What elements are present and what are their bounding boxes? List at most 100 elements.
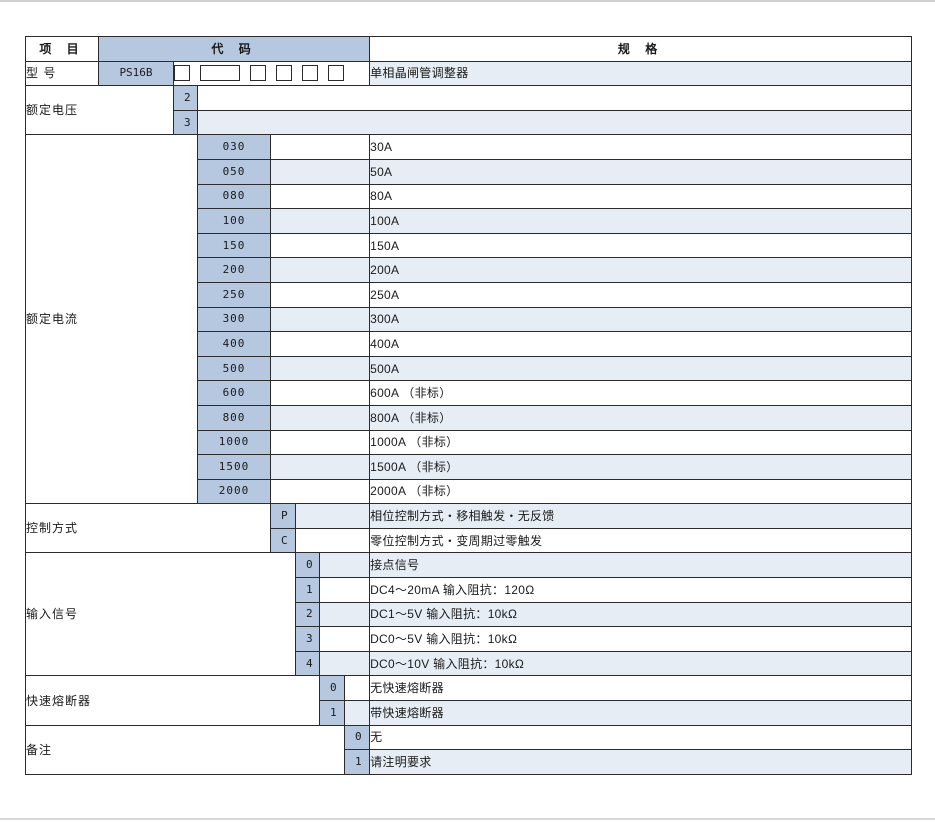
input-signal-row: 4 DC0～10V 输入阻抗：10kΩ <box>26 650 913 677</box>
input-signal-code: 1 <box>295 577 320 603</box>
rated-current-row: 250 250A <box>26 281 913 308</box>
fast-fuse-blank <box>343 675 371 702</box>
fast-fuse-code: 1 <box>319 700 345 726</box>
rated-current-blank <box>269 183 371 210</box>
rated-current-blank <box>269 429 371 456</box>
rated-current-desc: 50A <box>369 158 913 185</box>
rated-current-desc: 100A <box>369 208 913 234</box>
rated-current-desc: 30A <box>369 134 913 160</box>
control-mode-blank <box>294 527 371 554</box>
control-mode-code: P <box>270 503 296 529</box>
rated-current-desc: 200A <box>369 257 913 283</box>
rated-current-blank <box>269 380 371 406</box>
input-signal-code: 2 <box>295 601 320 628</box>
top-divider <box>0 0 935 2</box>
code-box-4 <box>276 65 292 82</box>
rated-current-row: 200 200A <box>26 257 913 283</box>
fast-fuse-desc: 无快速熔断器 <box>369 675 913 702</box>
rated-current-code: 080 <box>197 183 271 210</box>
remark-desc: 请注明要求 <box>369 749 913 775</box>
input-signal-desc: DC4～20mA 输入阻抗：120Ω <box>369 577 913 603</box>
input-signal-desc: 接点信号 <box>369 552 913 579</box>
rated-current-code: 100 <box>197 208 271 234</box>
remark-desc: 无 <box>369 724 913 751</box>
rated-current-blank <box>269 134 371 160</box>
rated-current-desc: 500A <box>369 355 913 382</box>
rated-current-desc: 400A <box>369 331 913 357</box>
rated-current-blank <box>269 257 371 283</box>
rated-voltage-blank <box>196 109 913 136</box>
rated-current-desc: 600A （非标） <box>369 380 913 406</box>
code-box-6 <box>328 65 344 82</box>
rated-current-blank <box>269 232 371 259</box>
code-template-boxes <box>172 60 371 87</box>
control-mode-code: C <box>270 527 296 554</box>
code-box-5 <box>302 65 318 82</box>
rated-current-code: 200 <box>197 257 271 283</box>
rated-current-blank <box>269 158 371 185</box>
rated-current-code: 800 <box>197 404 271 431</box>
input-signal-code: 4 <box>295 650 320 677</box>
rated-current-blank <box>269 331 371 357</box>
rated-current-desc: 250A <box>369 281 913 308</box>
control-mode-desc: 零位控制方式・变周期过零触发 <box>369 527 913 554</box>
rated-voltage-row: 额定电压2AC220V <box>25 85 913 136</box>
rated-voltage-blank <box>196 85 913 111</box>
rated-current-row: 150 150A <box>26 232 913 259</box>
fast-fuse-row: 1 带快速熔断器 <box>26 700 913 726</box>
rated-voltage-row: 3AC380V <box>26 109 913 136</box>
model-desc: 单相晶闸管调整器 <box>369 60 913 87</box>
input-signal-code: 0 <box>295 552 320 579</box>
rated-voltage-label: 额定电压 <box>25 85 174 136</box>
input-signal-blank <box>318 650 371 677</box>
rated-current-desc: 150A <box>369 232 913 259</box>
rated-current-code: 030 <box>197 134 271 160</box>
input-signal-desc: DC0～5V 输入阻抗：10kΩ <box>369 626 913 652</box>
rated-current-desc: 800A （非标） <box>369 404 913 431</box>
input-signal-desc: DC0～10V 输入阻抗：10kΩ <box>369 650 913 677</box>
model-code: PS16B <box>98 60 174 87</box>
rated-current-row: 100 100A <box>26 208 913 234</box>
control-mode-desc: 相位控制方式・移相触发・无反馈 <box>369 503 913 529</box>
fast-fuse-blank <box>343 700 371 726</box>
rated-current-blank <box>269 281 371 308</box>
rated-current-code: 250 <box>197 281 271 308</box>
input-signal-blank <box>318 626 371 652</box>
remark-code: 0 <box>343 724 371 751</box>
rated-current-code: 150 <box>197 232 271 259</box>
code-box-2 <box>200 65 240 82</box>
code-box-1 <box>174 65 190 82</box>
rated-current-row: 600 600A （非标） <box>26 380 913 406</box>
header-code: 代 码 <box>97 36 371 62</box>
rated-current-code: 1000 <box>197 429 271 456</box>
header-row: 项 目代 码规 格 <box>25 36 913 62</box>
fast-fuse-desc: 带快速熔断器 <box>369 700 913 726</box>
rated-current-blank <box>269 306 371 333</box>
header-item: 项 目 <box>25 36 99 62</box>
input-signal-blank <box>318 601 371 628</box>
rated-current-code: 1500 <box>197 454 271 480</box>
spec-table: 项 目代 码规 格型 号PS16B单相晶闸管调整器额定电压2AC220V3AC3… <box>25 36 913 775</box>
rated-current-blank <box>269 454 371 480</box>
remark-code: 1 <box>343 749 371 775</box>
fast-fuse-code: 0 <box>319 675 345 702</box>
control-mode-row: C 零位控制方式・变周期过零触发 <box>26 527 913 554</box>
rated-current-label: 额定电流 <box>25 134 198 505</box>
control-mode-blank <box>294 503 371 529</box>
input-signal-blank <box>318 577 371 603</box>
rated-current-code: 600 <box>197 380 271 406</box>
rated-voltage-code: 2 <box>173 85 198 111</box>
code-box-3 <box>250 65 266 82</box>
